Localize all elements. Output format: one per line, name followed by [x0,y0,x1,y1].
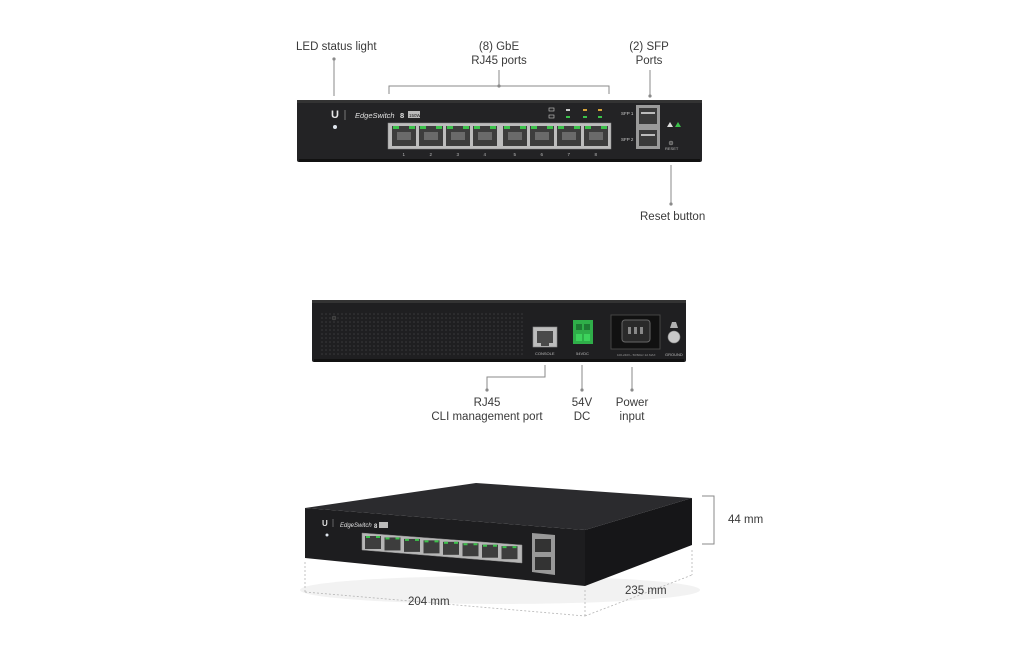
label-reset-button: Reset button [640,211,706,223]
label-led-status: LED status light [296,41,377,53]
rj45-port-3d [482,544,498,558]
perspective-chassis: U EdgeSwitch 8 [300,483,700,604]
rj45-port-3d [404,538,420,552]
rj45-port-3d [443,541,459,555]
dc-label: 54VDC [576,351,589,356]
dimension-height: 44 mm [728,514,764,526]
rj45-port-3d [423,540,440,554]
label-power-input: Power input [612,396,652,424]
front-chassis: U EdgeSwitch 8 150W 1 2 3 4 5 6 7 8 SFP 1 SFP 2 [297,100,702,162]
port-number: 8 [595,152,598,157]
sfp-cage [636,105,660,149]
rj45-port-3d [365,536,381,549]
dimension-width: 204 mm [408,596,450,608]
rj45-port-3d [384,537,401,551]
ground-screw-icon [667,330,681,344]
sfp2-label: SFP 2 [621,137,634,142]
rj45-port[interactable] [530,126,554,146]
console-label: CONSOLE [535,351,555,356]
label-sfp-line2: Ports [635,55,663,67]
port-number: 6 [541,152,544,157]
rj45-port[interactable] [557,126,581,146]
svg-text:8: 8 [374,524,378,530]
rj45-port[interactable] [446,126,470,146]
rj45-port[interactable] [584,126,608,146]
label-gbe-ports: (8) GbE RJ45 ports [465,40,533,68]
label-power-line1: Power [615,397,649,409]
label-dc-line2: DC [573,411,591,423]
model-text: 8 [400,111,404,120]
sfp1-label: SFP 1 [621,111,634,116]
led-legend [548,107,602,119]
port-number: 3 [457,152,460,157]
reset-button[interactable] [668,140,674,146]
label-54v-dc: 54V DC [566,396,598,424]
dimension-depth: 235 mm [625,585,667,597]
label-rj45-line2: CLI management port [431,411,543,423]
label-gbe-line2: RJ45 ports [471,55,527,67]
rear-leader-lines [486,365,633,390]
label-sfp-ports: (2) SFP Ports [626,40,672,68]
ground-label: GROUND [665,352,683,357]
label-rj45-line1: RJ45 [473,397,501,409]
rj45-port[interactable] [473,126,497,146]
led-status-light [333,125,337,129]
dimension-guides [304,550,693,617]
port-number: 1 [403,152,406,157]
rj45-port-3d [501,546,518,560]
rear-chassis: CONSOLE 54VDC 100-240V~ 50/60Hz 2A MAX G… [312,300,686,362]
label-rj45-cli: RJ45 CLI management port [430,396,544,424]
sfp-led-indicators [667,122,681,127]
brand-text: EdgeSwitch [355,111,395,120]
power-label: 100-240V~ 50/60Hz 2A MAX [617,353,655,357]
rj45-port[interactable] [392,126,416,146]
svg-text:EdgeSwitch: EdgeSwitch [340,523,372,529]
port-number: 5 [514,152,517,157]
ubiquiti-logo-icon: U [331,109,339,121]
port-number: 7 [568,152,571,157]
height-bracket [702,495,715,545]
label-power-line2: input [619,411,645,423]
port-number: 2 [430,152,433,157]
label-dc-line1: 54V [571,397,593,409]
wattage-badge: 150W [409,113,422,118]
port-number: 4 [484,152,487,157]
rj45-port[interactable] [503,126,527,146]
svg-text:U: U [322,519,328,528]
label-gbe-line1: (8) GbE [478,41,520,53]
label-sfp-line1: (2) SFP [629,41,669,53]
reset-text: RESET [665,146,679,151]
rj45-port[interactable] [419,126,443,146]
rear-vent-grill [320,312,524,356]
rj45-port-3d [462,543,479,557]
